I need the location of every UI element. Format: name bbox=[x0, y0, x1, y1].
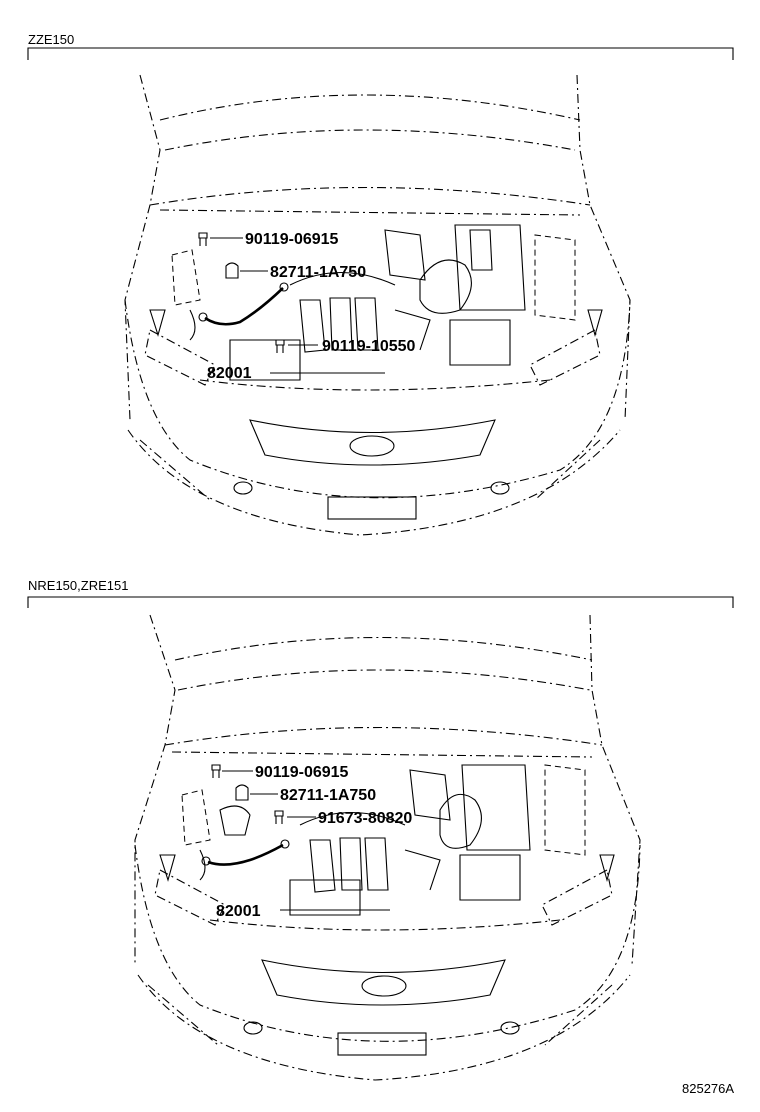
clamp-icon bbox=[225, 262, 239, 279]
variant-label: NRE150,ZRE151 bbox=[28, 578, 128, 593]
part-number-wire-harness: 82001 bbox=[216, 903, 261, 920]
part-number-bolt-top: 90119-06915 bbox=[255, 764, 349, 781]
ground-wire bbox=[198, 282, 289, 326]
part-number-clamp: 82711-1A750 bbox=[270, 264, 366, 281]
part-number-clamp: 82711-1A750 bbox=[280, 787, 376, 804]
figure-id: 825276A bbox=[682, 1081, 734, 1096]
section-zze150: ZZE150 bbox=[27, 32, 734, 536]
variant-label: ZZE150 bbox=[28, 32, 74, 47]
part-number-bolt-lower: 91673-80820 bbox=[318, 810, 412, 827]
section-bracket bbox=[27, 47, 734, 60]
section-bracket bbox=[27, 596, 734, 608]
engine-components bbox=[171, 224, 576, 381]
section-nre150-zre151: NRE150,ZRE151 bbox=[27, 578, 734, 1081]
ground-wire bbox=[201, 839, 290, 866]
part-number-wire-harness: 82001 bbox=[207, 365, 252, 382]
car-front-view bbox=[134, 614, 641, 1081]
part-number-bolt-lower: 90119-10550 bbox=[322, 338, 416, 355]
bolt-icon bbox=[211, 764, 221, 778]
part-number-bolt-top: 90119-06915 bbox=[245, 231, 339, 248]
clamp-icon bbox=[235, 784, 249, 801]
bolt-icon bbox=[274, 810, 284, 824]
bolt-icon bbox=[198, 232, 208, 246]
engine-components bbox=[181, 764, 586, 916]
bolt-icon bbox=[275, 339, 285, 353]
car-front-view bbox=[124, 74, 631, 536]
